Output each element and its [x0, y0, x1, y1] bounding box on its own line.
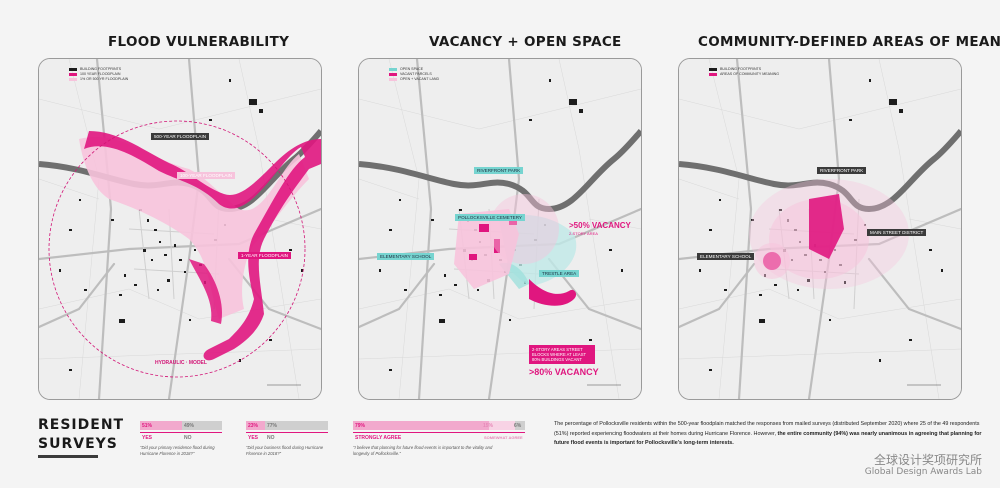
vacant-parcels-area: [454, 209, 519, 289]
label-riverfront-park-c: RIVERFRONT PARK: [817, 167, 867, 174]
q2-bar-yes: [246, 421, 265, 430]
vacancy-legend: OPEN SPACE VACANT PARCELS OPEN + VACANT …: [389, 67, 439, 82]
floodplain-100yr: [84, 131, 321, 361]
watermark-cn: 全球设计奖项研究所: [873, 453, 982, 467]
flood-legend-item: 1% OR 500 YR FLOODPLAIN: [80, 77, 129, 81]
q2-yes-label: YES: [248, 435, 259, 441]
q3-bar-agree: [353, 421, 489, 430]
flood-vulnerability-map: BUILDING FOOTPRINTS 100 YEAR FLOODPLAIN …: [38, 58, 322, 400]
main-street-area: [809, 194, 844, 259]
community-legend: BUILDING FOOTPRINTS AREAS OF COMMUNITY M…: [709, 67, 779, 77]
community-map-graphic: [679, 59, 961, 399]
label-vacancy-80: >80% VACANCY: [529, 367, 599, 377]
q2-no-pct: 77%: [267, 423, 278, 429]
panel-title-vacancy: VACANCY + OPEN SPACE: [429, 34, 622, 50]
q3-agree-pct: 79%: [355, 423, 366, 429]
trestle-area: [529, 279, 577, 306]
q2-bar-bg: [246, 421, 328, 430]
resident-surveys-title: RESIDENT SURVEYS: [38, 416, 124, 454]
q3-question: "I believe that planning for future floo…: [353, 445, 493, 456]
q1-no-pct: 49%: [184, 423, 195, 429]
vacancy-legend-item: OPEN SPACE: [400, 67, 424, 71]
rs-title-line1: RESIDENT: [38, 417, 125, 433]
q3-agree-label: STRONGLY AGREE: [355, 435, 402, 441]
label-trestle-area: TRESTLE AREA: [539, 270, 580, 277]
vacancy-legend-item: OPEN + VACANT LAND: [400, 77, 440, 81]
label-riverfront-park: RIVERFRONT PARK: [474, 167, 524, 174]
vacancy-legend-item: VACANT PARCELS: [400, 72, 432, 76]
vacancy-map-graphic: [359, 59, 641, 399]
label-cemetery: POLLOCKSVILLE CEMETERY: [455, 214, 525, 221]
q3-somewhat-label: SOMEWHAT AGREE: [484, 435, 523, 440]
rs-title-line2: SURVEYS: [38, 436, 118, 452]
q1-no-label: NO: [184, 435, 192, 441]
label-1yr-floodplain: 1-YEAR FLOODPLAIN: [238, 252, 291, 259]
vacancy-50-sub: 2-STORY AREA: [569, 231, 598, 236]
q2-no-label: NO: [267, 435, 275, 441]
q1-yes-label: YES: [142, 435, 153, 441]
divider: [38, 455, 98, 458]
panel-title-flood: FLOOD VULNERABILITY: [108, 34, 290, 50]
community-meaning-map: BUILDING FOOTPRINTS AREAS OF COMMUNITY M…: [678, 58, 962, 400]
q2-yes-pct: 23%: [248, 423, 259, 429]
q3-somewhat-pct: 15%: [483, 423, 494, 429]
label-main-street-district: MAIN STREET DISTRICT: [867, 229, 927, 236]
survey-summary: The percentage of Pollocksville resident…: [554, 420, 994, 449]
q1-bar-yes: [140, 421, 182, 430]
label-hydraulic-model: HYDRAULIC · MODEL: [155, 360, 207, 366]
vacancy-callout: 2-STORY AREAS STREET BLOCKS WHERE AT LEA…: [529, 345, 595, 364]
summary-part1: The percentage of Pollocksville resident…: [554, 421, 980, 437]
label-elementary-school-c: ELEMENTARY SCHOOL: [697, 253, 755, 260]
label-500yr-floodplain: 500-YEAR FLOODPLAIN: [151, 133, 210, 140]
community-legend-item: BUILDING FOOTPRINTS: [720, 67, 762, 71]
q1-yes-pct: 51%: [142, 423, 153, 429]
flood-legend-item: BUILDING FOOTPRINTS: [80, 67, 122, 71]
floodplain-1yr: [189, 259, 223, 324]
label-100yr-floodplain: 100-YEAR FLOODPLAIN: [177, 172, 236, 179]
panel-title-community: COMMUNITY-DEFINED AREAS OF MEANING: [698, 34, 1000, 50]
flood-map-graphic: [39, 59, 321, 399]
q1-question: "Did your primary residence flood during…: [140, 445, 215, 456]
q3-other-pct: 6%: [514, 423, 522, 429]
flood-legend: BUILDING FOOTPRINTS 100 YEAR FLOODPLAIN …: [69, 67, 128, 82]
label-elementary-school: ELEMENTARY SCHOOL: [377, 253, 435, 260]
floodplain-500yr: [79, 136, 309, 319]
summary-part2: the entire community (94%) was nearly un…: [554, 430, 982, 447]
q2-question: "Did your business flood during Hurrican…: [246, 445, 324, 456]
vacancy-50-text: >50% VACANCY: [569, 221, 631, 230]
label-vacancy-50: >50% VACANCY 2-STORY AREA: [569, 222, 631, 238]
hydraulic-model-boundary: [48, 120, 306, 378]
community-legend-item: AREAS OF COMMUNITY MEANING: [720, 72, 780, 76]
vacancy-open-space-map: OPEN SPACE VACANT PARCELS OPEN + VACANT …: [358, 58, 642, 400]
q3-bar-somewhat: [488, 421, 515, 430]
watermark-en: Global Design Awards Lab: [864, 467, 982, 477]
flood-legend-item: 100 YEAR FLOODPLAIN: [80, 72, 121, 76]
